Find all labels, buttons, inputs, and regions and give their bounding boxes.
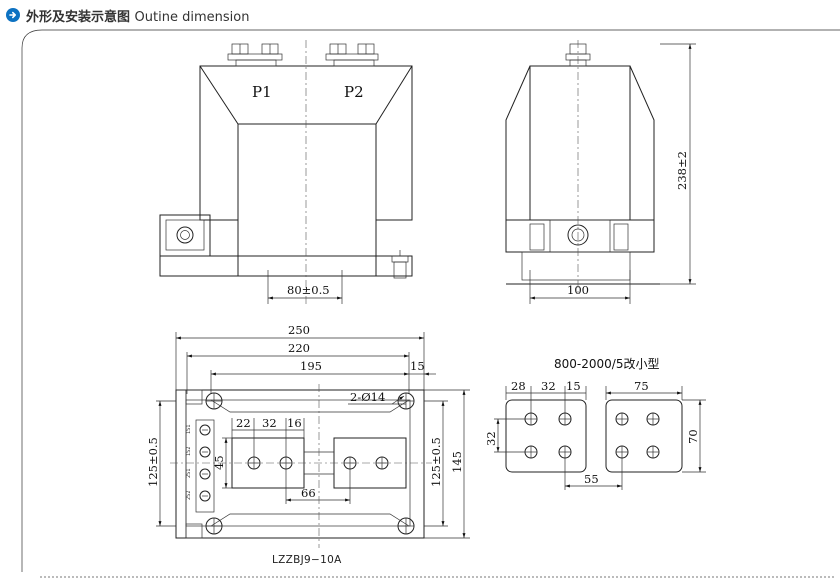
terminal-1s1: 1S1: [186, 424, 192, 434]
front-view: P1 P2 80±0.5: [159, 40, 413, 305]
terminal-p2-label: P2: [344, 83, 364, 101]
title-cn: 外形及安装示意图: [26, 9, 131, 25]
dim-238-label: 238±2: [675, 151, 689, 190]
terminal-2s1: 2S1: [186, 468, 192, 478]
holes-label: 2-Ø14: [350, 390, 385, 404]
dim-22-label: 22: [236, 416, 251, 430]
dim-80-label: 80±0.5: [287, 283, 330, 297]
model-label: LZZBJ9−10A: [272, 554, 342, 566]
plan-view: 250 220 195 15 2-Ø14: [146, 323, 470, 566]
side-view: 238±2 100: [505, 40, 696, 304]
arrow-right-circle-icon: [6, 8, 20, 22]
drawing-frame: [21, 29, 840, 572]
dim-125-left-label: 125±0.5: [146, 437, 160, 487]
section-title: 外形及安装示意图 Outine dimension: [26, 6, 249, 25]
dim-45-label: 45: [212, 455, 226, 470]
dim-16-label: 16: [287, 416, 302, 430]
terminal-1s2: 1S2: [186, 446, 192, 456]
dim-250-label: 250: [288, 323, 310, 337]
dim-125-right-label: 125±0.5: [429, 437, 443, 487]
title-en: Outine dimension: [134, 9, 250, 25]
terminal-bolts: [227, 43, 379, 67]
dim-195-label: 195: [300, 359, 322, 373]
small-type-view: 800-2000/5改小型 28 32 15 75 32 70: [484, 357, 706, 490]
dim-32-label: 32: [262, 416, 277, 430]
terminal-p1-label: P1: [252, 83, 272, 101]
small-dim-75: 75: [634, 379, 649, 393]
secondary-terminals: 1S1 1S2 2S1 2S2: [186, 424, 211, 502]
small-dim-32-side: 32: [484, 431, 498, 446]
dim-145-label: 145: [450, 451, 464, 473]
small-view-title: 800-2000/5改小型: [554, 357, 659, 371]
dim-15-label: 15: [410, 359, 425, 373]
small-dim-32-top: 32: [541, 379, 556, 393]
dim-100-label: 100: [567, 283, 589, 297]
small-dim-28: 28: [511, 379, 526, 393]
small-dim-15: 15: [566, 379, 581, 393]
terminal-2s2: 2S2: [186, 490, 192, 500]
dim-66-label: 66: [301, 486, 316, 500]
dim-220-label: 220: [288, 341, 310, 355]
section-header: 外形及安装示意图 Outine dimension: [6, 4, 249, 26]
small-dim-70: 70: [686, 429, 700, 444]
small-dim-55: 55: [584, 472, 599, 486]
